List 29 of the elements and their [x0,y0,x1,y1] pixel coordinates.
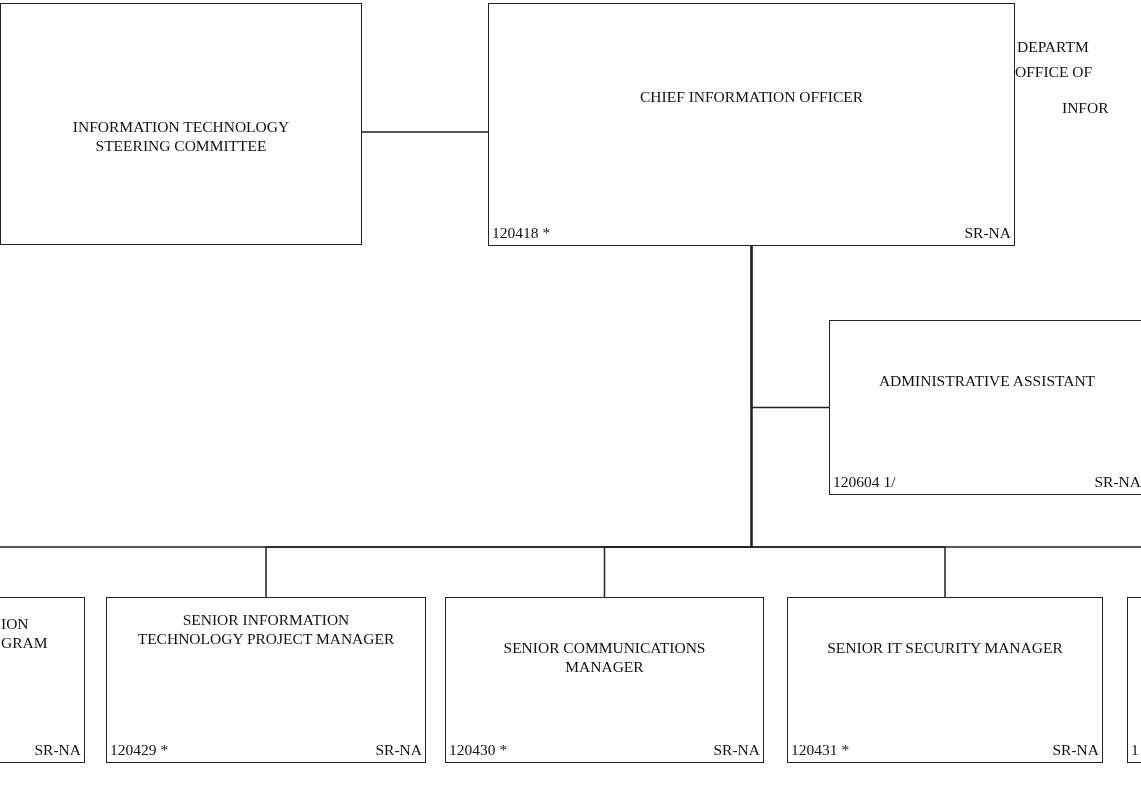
position-title: INFORMATION TECHNOLOGY STEERING COMMITTEE [71,117,291,155]
position-number: 120431 * [791,740,850,759]
position-box [488,3,1015,246]
position-box [106,597,426,763]
position-title: ADMINISTRATIVE ASSISTANT [877,371,1097,390]
header-text: INFOR [1062,98,1109,117]
position-title: SENIOR INFORMATION TECHNOLOGY PROJECT MANAGER [137,610,395,648]
position-number: 120430 * [449,740,508,759]
pay-grade: SR-NA [375,740,422,759]
position-box [0,3,362,245]
pay-grade: SR-NA [1094,472,1141,491]
pay-grade: SR-NA [1052,740,1099,759]
position-box [445,597,764,763]
position-title: SENIOR COMMUNICATIONS MANAGER [502,638,707,676]
pay-grade: SR-NA [964,223,1011,242]
pay-grade: SR-NA [34,740,81,759]
position-box [787,597,1103,763]
connector-line [361,131,489,133]
position-title: CHIEF INFORMATION OFFICER [638,87,865,106]
header-text: DEPARTM [1017,37,1089,56]
position-title: SENIOR IT SECURITY MANAGER [826,638,1064,657]
position-number: 1 [1131,740,1139,759]
position-number: 120429 * [110,740,169,759]
header-text: OFFICE OF [1015,62,1093,81]
position-title: ION GRAM [1,614,49,652]
pay-grade: SR-NA [713,740,760,759]
position-number: 120604 1/ [833,472,896,491]
position-number: 120418 * [492,223,551,242]
position-box [829,320,1141,495]
